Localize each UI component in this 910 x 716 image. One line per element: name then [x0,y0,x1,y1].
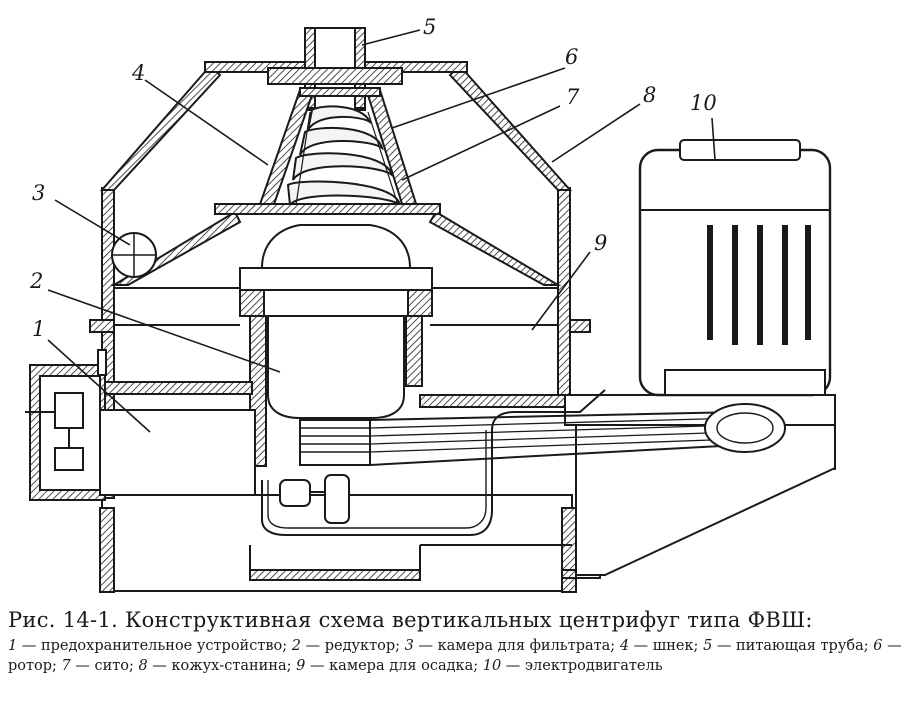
legend-item: 5 — питающая труба; [703,638,869,654]
motor-pulley [704,403,786,453]
legend-item: 6 — ротор; [8,638,902,674]
screw-flight-1 [286,180,402,209]
oil-line [261,389,606,536]
callout-10: 10 [690,91,717,115]
leader-9 [531,251,591,331]
base-sump-plate [249,569,421,581]
oil-filter [324,474,350,524]
leader-10 [711,117,716,161]
centrifuge-diagram: 1 2 3 4 5 6 7 8 9 10 [25,15,836,593]
rotor-hub-ring-right [407,289,433,317]
leader-2 [47,289,281,373]
leader-6 [391,67,566,129]
safety-stem [97,349,107,376]
base-foot-right [561,507,577,593]
legend-item: 4 — шнек; [619,638,699,654]
rotor-hub-ring [239,267,433,291]
rotor-top-ring [299,87,381,97]
callout-1: 1 [32,317,45,341]
safety-device-top [54,392,84,429]
legend-item: 2 — редуктор; [291,638,401,654]
callout-2: 2 [29,269,43,293]
legend-item: 9 — камера для осадка; [296,658,479,674]
leader-8 [551,103,641,163]
rotor-support-flange [214,203,441,215]
caption-legend: 1 — предохранительное устройство; 2 — ре… [8,636,903,676]
feed-pipe-flange [267,67,403,85]
gearbox-body [267,315,405,419]
callout-4: 4 [131,61,145,85]
base-foot-left [99,507,115,593]
leader-4 [144,79,269,166]
leader-5 [361,29,421,46]
chamber-deflector-right [428,210,562,286]
casing-cone-right [448,64,573,191]
leader-7 [401,105,561,181]
leader-1 [47,339,151,433]
legend-item: 7 — сито; [61,658,134,674]
motor-cap [679,139,801,161]
legend-item: 10 — электродвигатель [482,658,663,674]
callout-7: 7 [566,85,580,109]
legend-item: 8 — кожух-станина; [138,658,292,674]
legend-item: 3 — камера для фильтрата; [404,638,616,654]
callout-9: 9 [594,231,607,255]
rotor-hub-ring-left [239,289,265,317]
drive-pulley [299,419,371,466]
casing-cone-left [99,64,222,191]
legend-item: 1 — предохранительное устройство; [8,638,288,654]
callout-3: 3 [32,181,45,205]
callout-6: 6 [565,45,578,69]
chamber-flange-right [569,319,591,333]
oil-pump [279,479,311,507]
callout-8: 8 [643,83,656,107]
callout-5: 5 [423,15,436,39]
caption-title: Рис. 14-1. Конструктивная схема вертикал… [8,608,813,632]
discharge-duct [99,409,256,496]
drive-belt [369,411,741,466]
leader-3 [54,199,131,246]
screw-flight-2 [292,152,394,181]
motor-foot [664,369,826,396]
screw-flight-3 [299,126,384,156]
gearbox-housing-right [405,315,423,387]
rotor-hub [260,224,412,269]
floor-left [101,381,253,395]
support-plate [564,394,836,426]
figure-caption: Рис. 14-1. Конструктивная схема вертикал… [8,606,903,676]
chamber-flange-left [89,319,115,333]
screw-flight-4 [307,105,373,131]
safety-device-bottom [54,447,84,471]
